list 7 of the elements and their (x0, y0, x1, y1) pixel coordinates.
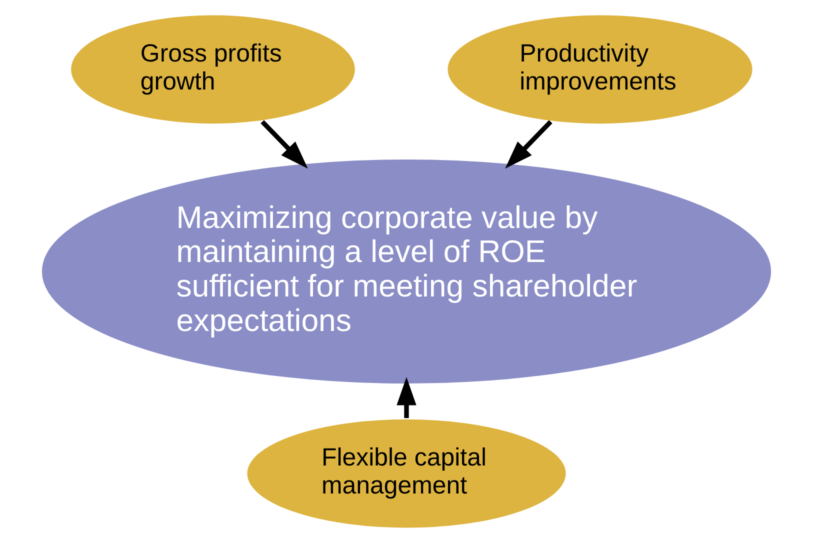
node-ellipse: Flexible capital management (246, 418, 568, 530)
arrow (396, 377, 416, 418)
arrow (260, 120, 308, 169)
node-ellipse: Productivity improvements (446, 14, 754, 126)
node-ellipse: Maximizing corporate value by maintaining a level of ROE sufficient for meeting shareholder expectations (40, 158, 773, 386)
arrow (505, 120, 552, 169)
node-ellipse: Gross profits growth (70, 14, 356, 126)
